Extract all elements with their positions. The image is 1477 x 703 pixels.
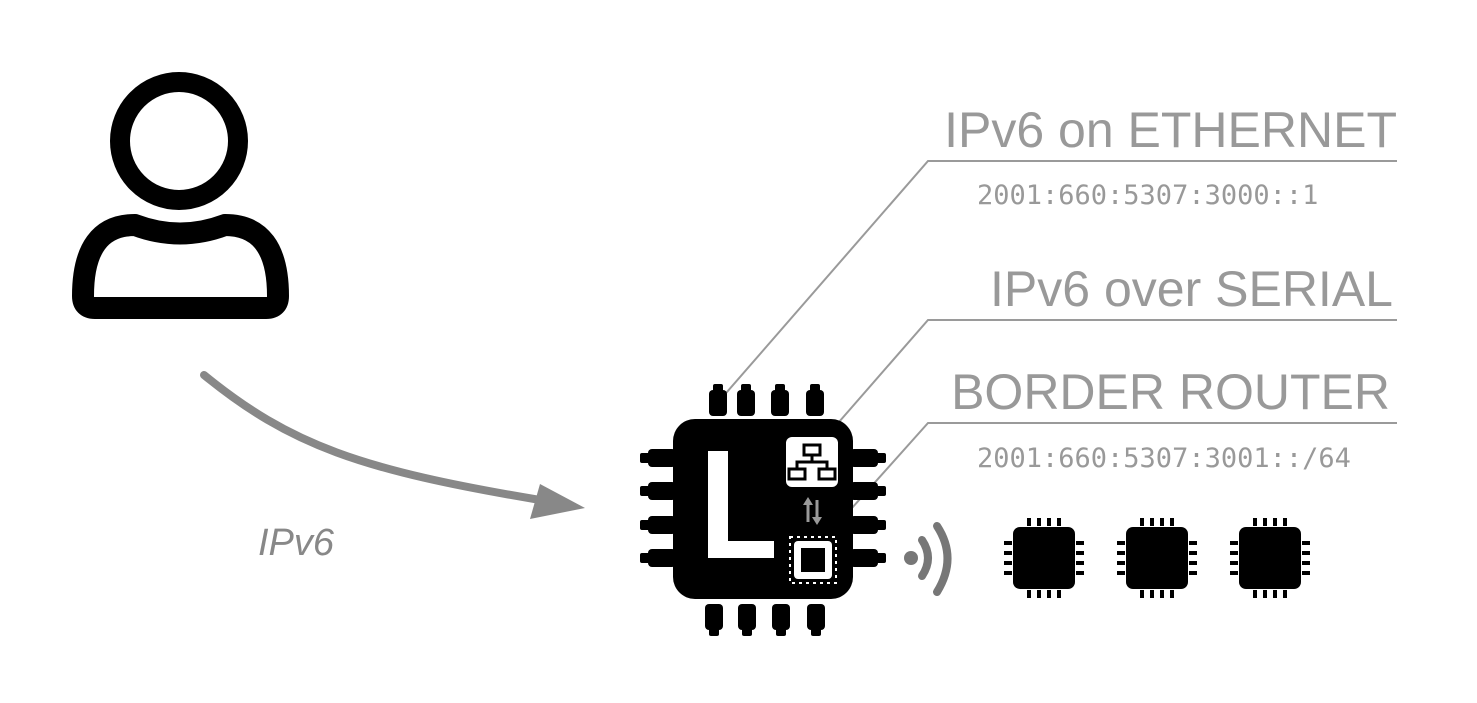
user-icon xyxy=(72,72,289,319)
chip-node-icon xyxy=(1004,518,1084,598)
serial-leader xyxy=(824,319,1397,439)
wireless-signal-icon xyxy=(904,522,952,596)
exchange-arrows-icon xyxy=(803,497,822,525)
ipv6-arrow xyxy=(200,371,585,519)
serial-title: IPv6 over SERIAL xyxy=(990,261,1393,317)
network-icon xyxy=(786,437,838,487)
arrow-label: IPv6 xyxy=(258,522,335,564)
border-router-prefix: 2001:660:5307:3001::/64 xyxy=(977,443,1351,474)
chip-node-icon xyxy=(1117,518,1197,598)
sensor-nodes xyxy=(1004,518,1310,598)
border-router-title: BORDER ROUTER xyxy=(951,364,1390,420)
chip-node-icon xyxy=(1230,518,1310,598)
ethernet-address: 2001:660:5307:3000::1 xyxy=(977,180,1318,211)
border-router-leader xyxy=(825,422,1397,538)
inner-chip-icon xyxy=(789,536,837,584)
ethernet-leader xyxy=(719,160,1397,401)
chip-board-icon xyxy=(640,384,886,636)
letter-l-logo xyxy=(708,451,774,558)
ethernet-title: IPv6 on ETHERNET xyxy=(944,102,1397,158)
